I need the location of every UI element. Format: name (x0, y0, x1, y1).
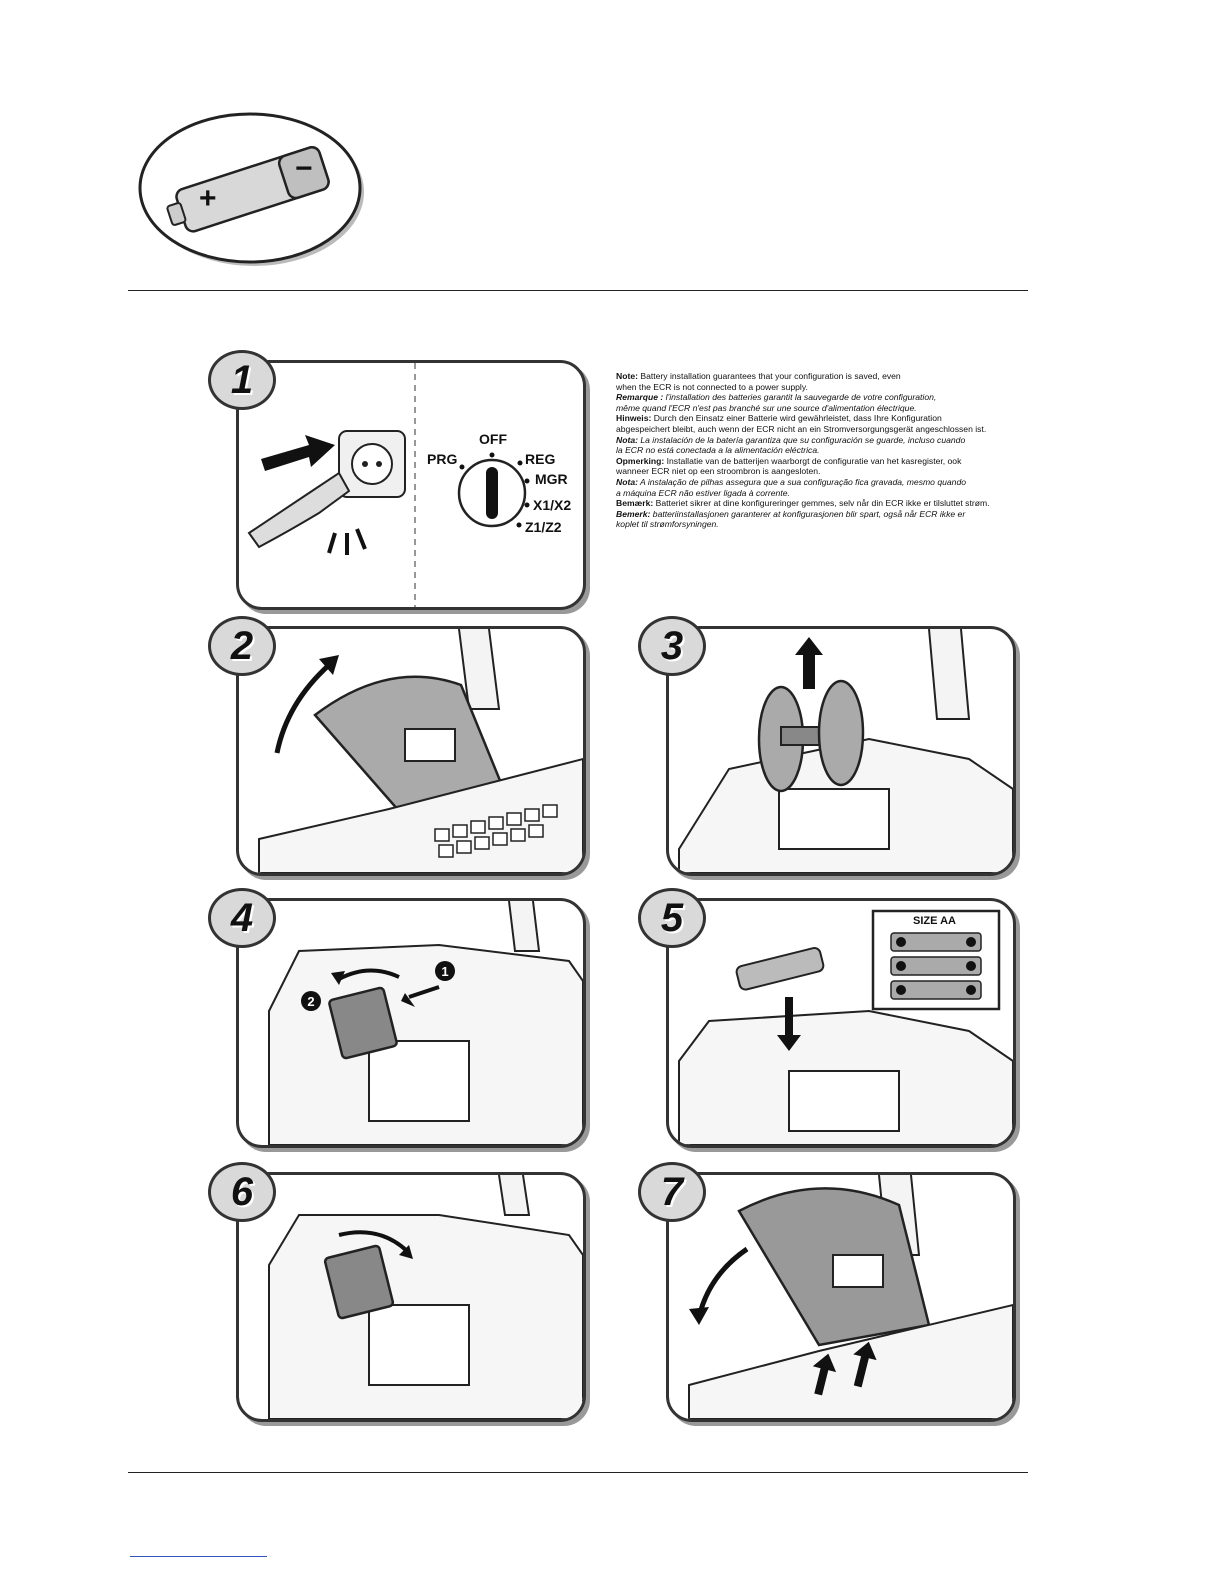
note-line: a máquina ECR não estiver ligada à corre… (616, 488, 1016, 499)
note-line-text: Batteriet sikrer at dine konfigureringer… (653, 498, 990, 509)
arrow-right-icon (261, 435, 335, 471)
curved-arrow-up-icon (274, 663, 331, 754)
note-line-text: A instalação de pilhas assegura que a su… (637, 476, 967, 487)
note-line-text: koplet til strømforsyningen. (616, 519, 719, 530)
battery-cover (323, 1244, 395, 1320)
step-4-badge: 4 (208, 888, 276, 948)
note-line-text: Installatie van de batterijen waarborgt … (664, 455, 962, 466)
arrow-up-icon (853, 1341, 877, 1388)
note-line: la ECR no está conectada a la alimentaci… (616, 445, 1016, 456)
battery-note: Note: Battery installation guarantees th… (616, 371, 1016, 530)
note-line: Bemærk: Batteriet sikrer at dine konfigu… (616, 498, 1016, 509)
bottom-divider (128, 1472, 1028, 1473)
step-6-panel (236, 1172, 586, 1422)
battery-size-label: SIZE AA (913, 915, 956, 927)
note-line-text: when the ECR is not connected to a power… (616, 381, 808, 392)
step-3-panel (666, 626, 1016, 876)
step-7-badge: 7 (638, 1162, 706, 1222)
note-line: Bemerk: batteriinstallasjonen garanterer… (616, 509, 1016, 520)
note-line: Nota: La instalación de la batería garan… (616, 435, 1016, 446)
note-line: Remarque : l'installation des batteries … (616, 392, 1016, 403)
arrow-down-icon (777, 997, 801, 1051)
step-5-panel: SIZE AA (666, 898, 1016, 1148)
arrow-left-icon (408, 985, 440, 999)
battery-cover (328, 986, 398, 1060)
note-line-label: Bemerk: (616, 508, 651, 519)
note-line-label: Bemærk: (616, 498, 654, 509)
note-line: Note: Battery installation guarantees th… (616, 371, 1016, 382)
note-line-text: même quand l'ECR n'est pas branché sur u… (616, 402, 917, 413)
curved-arrow-right-icon (338, 1230, 409, 1253)
note-line-label: Opmerking: (616, 455, 665, 466)
curved-arrow-down-icon (696, 1246, 749, 1318)
footer-link-underline (130, 1556, 267, 1557)
note-line: koplet til strømforsyningen. (616, 519, 1016, 530)
step-7-panel (666, 1172, 1016, 1422)
note-line-label: Nota: (616, 434, 638, 445)
note-line: wanneer ECR niet op een stroombron is aa… (616, 466, 1016, 477)
dial-label-mgr: MGR (535, 471, 568, 487)
dial-label-reg: REG (525, 451, 556, 467)
note-line-text: abgespeichert bleibt, auch wenn der ECR … (616, 423, 987, 434)
step-2-badge: 2 (208, 616, 276, 676)
note-line-text: wanneer ECR niet op een stroombron is aa… (616, 466, 821, 477)
callout-1: 1 (435, 961, 455, 981)
note-line: même quand l'ECR n'est pas branché sur u… (616, 403, 1016, 414)
note-line-label: Nota: (616, 476, 638, 487)
step-1-badge: 1 (208, 350, 276, 410)
step-6-badge: 6 (208, 1162, 276, 1222)
note-line: when the ECR is not connected to a power… (616, 382, 1016, 393)
step-4-panel: 1 2 (236, 898, 586, 1148)
note-line-text: la ECR no está conectada a la alimentaci… (616, 445, 820, 456)
note-line-text: Durch den Einsatz einer Batterie wird ge… (651, 413, 942, 424)
note-line-label: Remarque : (616, 392, 664, 403)
note-line: Hinweis: Durch den Einsatz einer Batteri… (616, 413, 1016, 424)
note-line-text: l'installation des batteries garantit la… (663, 392, 937, 403)
callout-2: 2 (301, 991, 321, 1011)
dial-label-z1z2: Z1/Z2 (525, 519, 562, 535)
step-2-panel (236, 626, 586, 876)
note-line: abgespeichert bleibt, auch wenn der ECR … (616, 424, 1016, 435)
dial-label-off: OFF (479, 431, 507, 447)
dial-label-prg: PRG (427, 451, 458, 467)
note-line: Opmerking: Installatie van de batterijen… (616, 456, 1016, 467)
note-line-text: La instalación de la batería garantiza q… (637, 434, 966, 445)
note-line-label: Hinweis: (616, 413, 652, 424)
aa-battery-icon (735, 946, 825, 991)
power-plug-icon (247, 471, 351, 549)
dial-label-x1x2: X1/X2 (533, 497, 572, 513)
note-line: Nota: A instalação de pilhas assegura qu… (616, 477, 1016, 488)
note-line-label: Note: (616, 371, 638, 381)
battery-plus-sign: + (199, 182, 217, 215)
note-line-text: Battery installation guarantees that you… (637, 371, 901, 381)
curved-arrow-left-icon (338, 968, 400, 981)
note-line-text: a máquina ECR não estiver ligada à corre… (616, 487, 790, 498)
step-5-badge: 5 (638, 888, 706, 948)
battery-illustration: + − (135, 108, 369, 270)
note-line-text: batteriinstallasjonen garanterer at konf… (650, 508, 966, 519)
battery-icon (166, 146, 330, 233)
arrow-up-icon (795, 637, 823, 689)
step-3-badge: 3 (638, 616, 706, 676)
step-1-panel: OFF PRG REG MGR X1/X2 Z1/Z2 (236, 360, 586, 610)
battery-minus-sign: − (295, 152, 313, 185)
top-divider (128, 290, 1028, 291)
